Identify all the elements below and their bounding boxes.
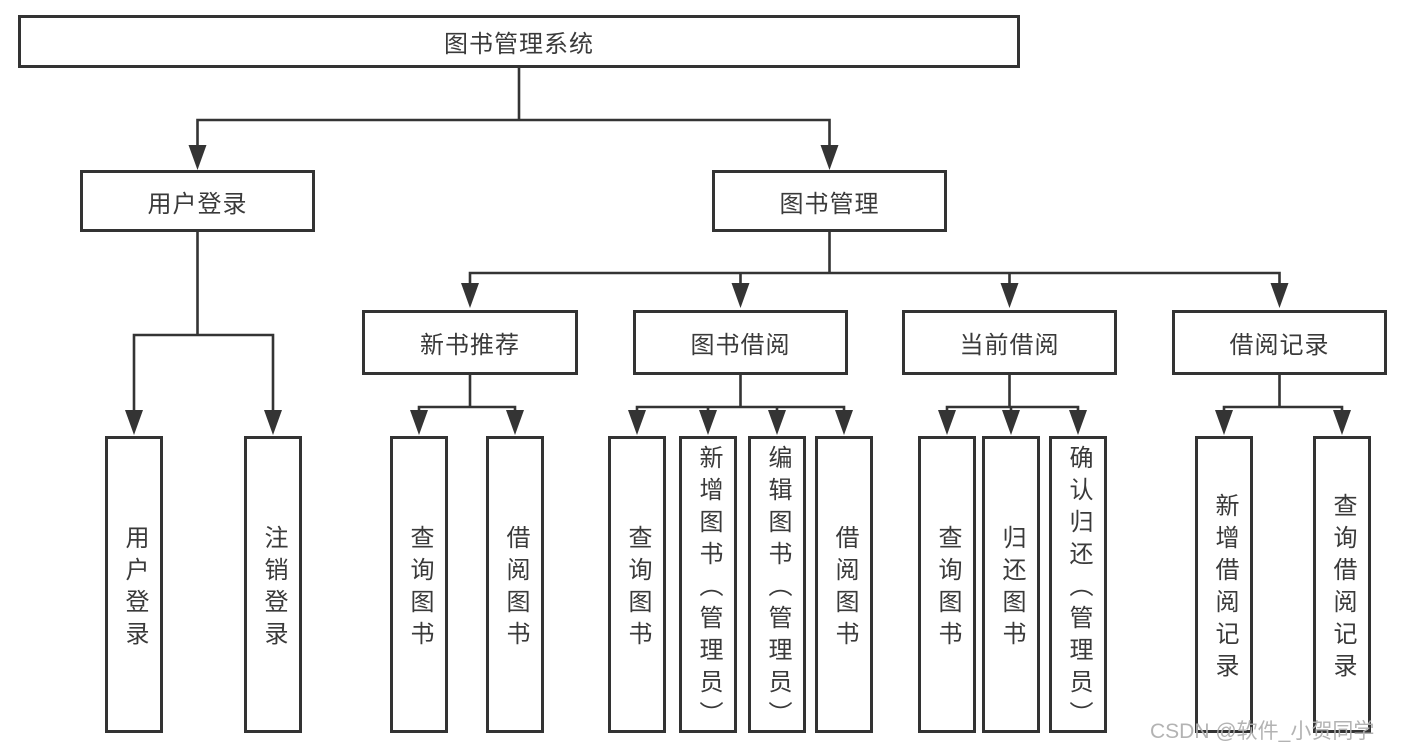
leaf-current-confirm-return-admin: 确认归还（管理员） — [1049, 436, 1107, 733]
leaf-recommend-query-books: 查询图书 — [390, 436, 448, 733]
leaf-current-return-books-label: 归还图书 — [998, 524, 1025, 653]
node-borrow-records-label: 借阅记录 — [1229, 332, 1330, 359]
leaf-user-login: 用户登录 — [105, 436, 163, 733]
connector-borrow-records-to-leaves — [1215, 374, 1351, 435]
leaf-logout: 注销登录 — [244, 436, 302, 733]
node-borrow-records: 借阅记录 — [1172, 310, 1387, 375]
leaf-borrow-add-books-admin-label: 新增图书（管理员） — [695, 444, 722, 733]
leaf-borrow-edit-books-admin-label: 编辑图书（管理员） — [764, 444, 791, 733]
leaf-recommend-query-books-label: 查询图书 — [406, 524, 433, 653]
node-book-management: 图书管理 — [712, 170, 947, 232]
connector-book-borrow-to-leaves — [628, 374, 853, 435]
leaf-records-query-record: 查询借阅记录 — [1313, 436, 1371, 733]
node-root-label: 图书管理系统 — [444, 31, 594, 58]
leaf-logout-label: 注销登录 — [260, 524, 287, 653]
leaf-recommend-borrow-books: 借阅图书 — [486, 436, 544, 733]
node-root: 图书管理系统 — [18, 15, 1020, 68]
leaf-records-query-record-label: 查询借阅记录 — [1329, 492, 1356, 685]
leaf-borrow-query-books: 查询图书 — [608, 436, 666, 733]
leaf-records-add-record-label: 新增借阅记录 — [1211, 492, 1238, 685]
leaf-borrow-edit-books-admin: 编辑图书（管理员） — [748, 436, 806, 733]
connector-book-management-to-level3 — [461, 231, 1289, 308]
connector-current-borrow-to-leaves — [938, 374, 1087, 435]
node-user-login-label: 用户登录 — [147, 190, 248, 218]
node-book-management-label: 图书管理 — [779, 190, 880, 218]
leaf-current-return-books: 归还图书 — [982, 436, 1040, 733]
leaf-current-confirm-return-admin-label: 确认归还（管理员） — [1065, 444, 1092, 733]
leaf-borrow-query-books-label: 查询图书 — [624, 524, 651, 653]
node-new-book-recommend-label: 新书推荐 — [420, 332, 520, 359]
node-book-borrow-label: 图书借阅 — [690, 332, 791, 359]
leaf-borrow-borrow-books: 借阅图书 — [815, 436, 873, 733]
connector-root-to-level2 — [188, 67, 839, 170]
node-user-login: 用户登录 — [80, 170, 315, 232]
watermark-text: CSDN @软件_小贺同学 — [1150, 720, 1375, 743]
leaf-records-add-record: 新增借阅记录 — [1195, 436, 1253, 733]
connector-new-book-recommend-to-leaves — [410, 374, 524, 435]
leaf-borrow-borrow-books-label: 借阅图书 — [831, 524, 858, 653]
leaf-user-login-label: 用户登录 — [121, 524, 148, 653]
node-current-borrow-label: 当前借阅 — [959, 332, 1060, 359]
leaf-borrow-add-books-admin: 新增图书（管理员） — [679, 436, 737, 733]
leaf-current-query-books-label: 查询图书 — [934, 524, 961, 653]
node-current-borrow: 当前借阅 — [902, 310, 1117, 375]
node-book-borrow: 图书借阅 — [633, 310, 848, 375]
connector-user-login-to-leaves — [125, 231, 282, 435]
leaf-recommend-borrow-books-label: 借阅图书 — [502, 524, 529, 653]
node-new-book-recommend: 新书推荐 — [362, 310, 578, 375]
leaf-current-query-books: 查询图书 — [918, 436, 976, 733]
